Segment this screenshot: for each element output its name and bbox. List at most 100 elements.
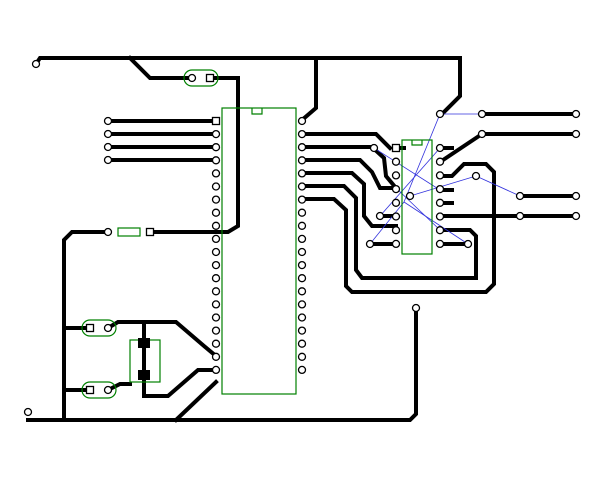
small-ic-pin-right[interactable] (435, 157, 445, 166)
main-ic-pin-left[interactable] (211, 274, 221, 283)
jumper-pad[interactable] (375, 211, 385, 221)
main-ic-pin-right[interactable] (297, 247, 307, 257)
main-ic-pin-right[interactable] (297, 287, 307, 296)
main-ic-pin-left[interactable] (211, 339, 221, 348)
left-header-pad[interactable] (103, 116, 113, 126)
small-ic-pin-right[interactable] (435, 184, 445, 194)
main-ic-pin-left[interactable] (211, 260, 221, 270)
main-ic-pin-right[interactable] (297, 182, 307, 191)
small-ic-pin-left[interactable] (391, 198, 401, 207)
crystal-body-top (138, 338, 150, 348)
right-header-pad[interactable] (571, 191, 581, 201)
bottom-connector-pin[interactable] (103, 385, 113, 395)
left-header-pad[interactable] (103, 142, 113, 152)
main-ic-pin-right[interactable] (297, 365, 307, 375)
jumper-pad[interactable] (405, 191, 415, 201)
small-ic-pin-left[interactable] (391, 226, 401, 235)
right-header-pad[interactable] (477, 109, 487, 119)
jumper-pad[interactable] (435, 109, 445, 119)
left-header-pad[interactable] (103, 155, 113, 165)
main-ic-pin-right[interactable] (297, 326, 307, 335)
small-ic-pin-right[interactable] (435, 143, 445, 153)
small-ic-pin-right[interactable] (435, 226, 445, 235)
small-ic-pin-left[interactable] (391, 143, 401, 153)
jumper-pad[interactable] (471, 171, 481, 181)
main-ic-pin-left[interactable] (211, 143, 221, 152)
trace-bus-3 (300, 158, 398, 190)
trace-top-rail (33, 56, 318, 67)
small-ic-pin-left[interactable] (391, 171, 401, 180)
right-header-pad[interactable] (571, 211, 581, 221)
main-ic-pin-right[interactable] (297, 169, 307, 178)
resistor-pad[interactable] (103, 227, 113, 237)
trace-top-drop (127, 55, 192, 80)
main-ic-pin-left[interactable] (211, 221, 221, 230)
main-ic-pin-right[interactable] (297, 274, 307, 283)
jumper-pad[interactable] (463, 239, 473, 249)
main-ic-pin-left[interactable] (211, 247, 221, 257)
left-header-pad[interactable] (103, 129, 113, 139)
small-ic-pin-right[interactable] (435, 171, 445, 180)
top-connector-pin[interactable] (205, 73, 215, 83)
small-ic-pin-left[interactable] (391, 184, 401, 194)
middle-connector-pin[interactable] (85, 323, 95, 333)
main-ic-pin-left[interactable] (211, 352, 221, 361)
right-header-pad[interactable] (571, 129, 581, 139)
main-ic-pin-left[interactable] (211, 208, 221, 217)
main-ic-pin-left[interactable] (211, 287, 221, 296)
ratsnest-line (373, 147, 441, 191)
jumper-pad[interactable] (365, 239, 375, 249)
corner-pad[interactable] (31, 59, 41, 69)
main-ic-pin-right[interactable] (297, 129, 307, 139)
ratsnest-lines (369, 113, 521, 245)
main-ic-pin-left[interactable] (211, 313, 221, 322)
small-ic-pin-right[interactable] (435, 239, 445, 249)
main-ic-pin-left[interactable] (211, 116, 221, 126)
main-ic-pin-right[interactable] (297, 156, 307, 165)
main-ic-pin-left[interactable] (211, 156, 221, 165)
main-ic-pin-right[interactable] (297, 143, 307, 152)
ratsnest-line (403, 113, 441, 203)
main-ic-pin-right[interactable] (297, 116, 307, 126)
main-ic-pin-left[interactable] (211, 169, 221, 178)
jumper-pad[interactable] (369, 143, 379, 153)
main-ic-pin-right[interactable] (297, 300, 307, 309)
small-ic-pin-right[interactable] (435, 198, 445, 207)
right-header-pad[interactable] (515, 191, 525, 201)
right-header-pad[interactable] (571, 109, 581, 119)
resistor-pad[interactable] (145, 227, 155, 237)
main-ic-pin-left[interactable] (211, 129, 221, 139)
main-ic-pin-right[interactable] (297, 313, 307, 322)
trace-vcc-right (299, 56, 318, 123)
small-ic-pin-left[interactable] (391, 157, 401, 166)
top-connector-pin[interactable] (187, 73, 197, 83)
main-ic-pin-right[interactable] (297, 195, 307, 204)
right-header-pad[interactable] (477, 129, 487, 139)
main-ic-pin-right[interactable] (297, 352, 307, 361)
small-ic-pin-left[interactable] (391, 239, 401, 249)
main-ic-pin-left[interactable] (211, 326, 221, 335)
main-ic-pin-right[interactable] (297, 221, 307, 230)
trace-bottom-diagonal (173, 379, 219, 423)
main-ic-pin-left[interactable] (211, 365, 221, 375)
right-header-pad[interactable] (515, 211, 525, 221)
component-outlines (81, 69, 433, 399)
main-ic-pin-right[interactable] (297, 339, 307, 348)
main-ic-pin-right[interactable] (297, 260, 307, 270)
trace-conn-mid-right (105, 320, 219, 359)
test-point-pad[interactable] (411, 303, 421, 313)
main-ic-pin-right[interactable] (297, 208, 307, 217)
main-ic-pin-left[interactable] (211, 195, 221, 204)
small-ic-pin-left[interactable] (391, 212, 401, 221)
main-ic-pin-left[interactable] (211, 234, 221, 244)
main-ic-pin-left[interactable] (211, 300, 221, 309)
small-ic-pin-right[interactable] (435, 212, 445, 221)
small-ic-outline (401, 139, 433, 255)
bottom-connector-pin[interactable] (85, 385, 95, 395)
middle-connector-pin[interactable] (103, 323, 113, 333)
main-ic-pin-left[interactable] (211, 182, 221, 191)
bottom-connector-outline (81, 381, 117, 399)
main-ic-pin-right[interactable] (297, 234, 307, 244)
corner-pad[interactable] (23, 407, 33, 417)
